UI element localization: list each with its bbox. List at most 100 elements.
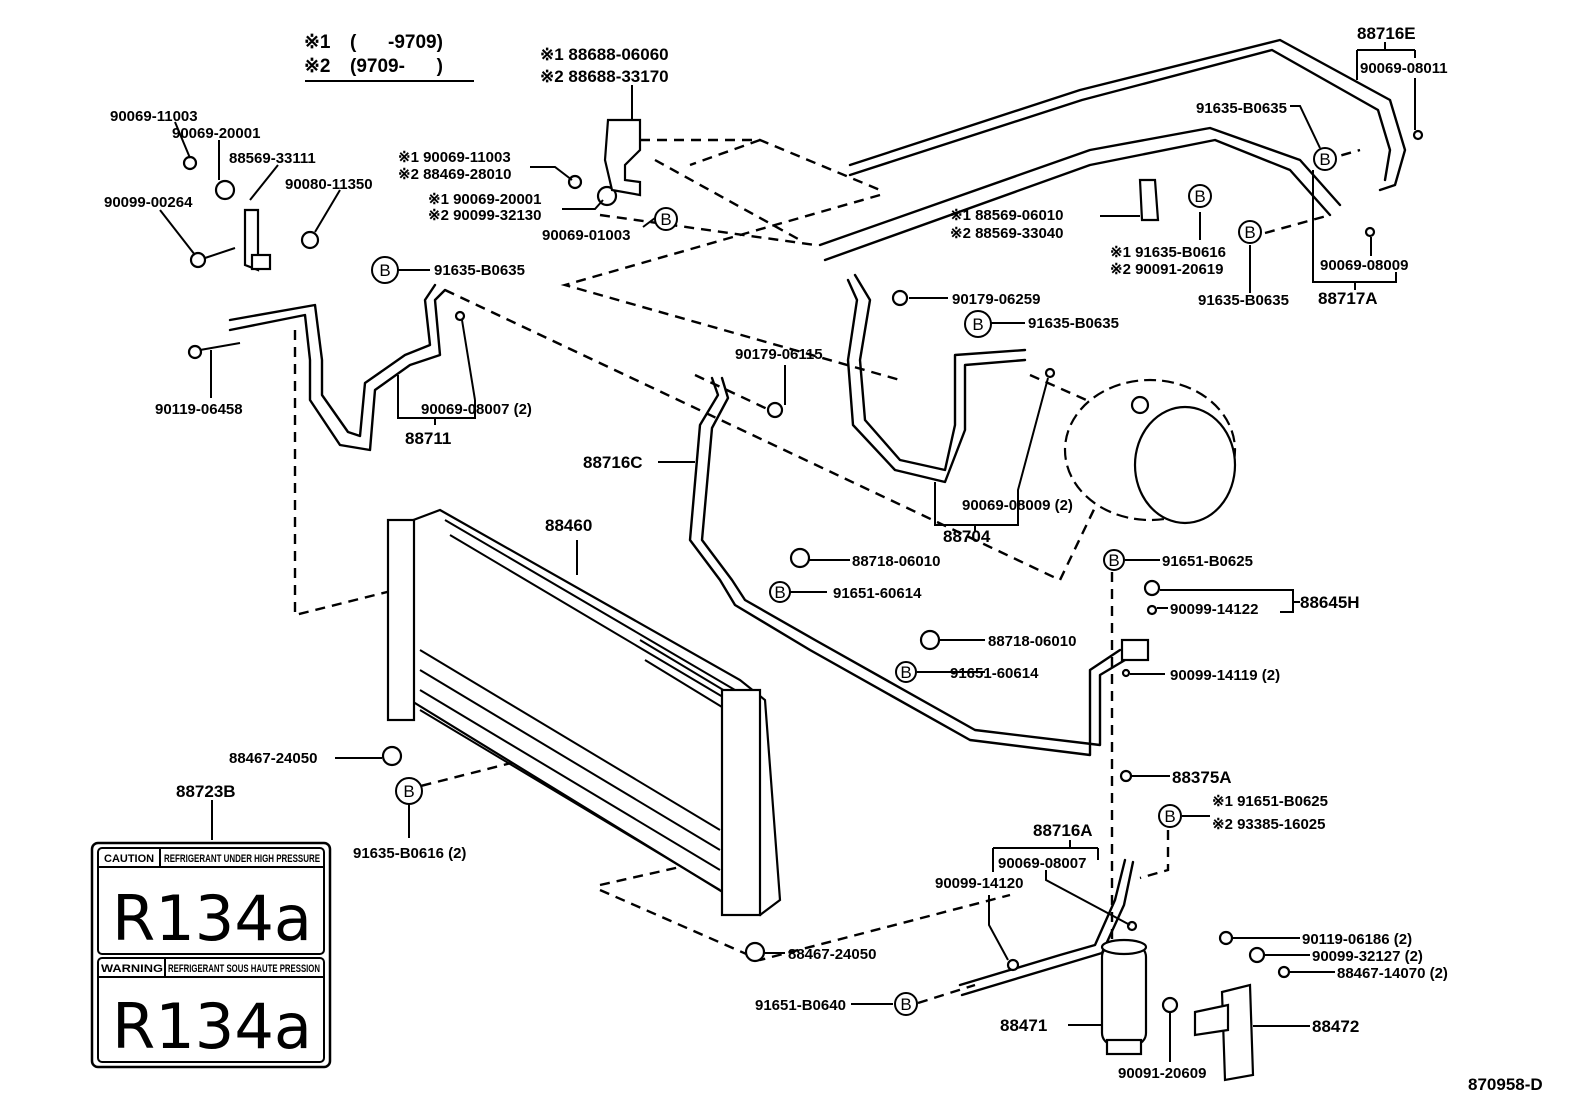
clamp-foot: [250, 253, 272, 271]
leader-line: [159, 209, 196, 256]
caution-panel-bottom: [97, 957, 325, 1063]
leader-line: [249, 164, 279, 201]
part-label: ※2 88469-28010: [398, 166, 512, 183]
caution-label-88723b: CAUTION REFRIGERANT UNDER HIGH PRESSURE …: [90, 841, 332, 1069]
part-label: 90069-08011: [1360, 60, 1448, 77]
compressor-port: [1130, 395, 1150, 415]
part-label: 88716E: [1357, 24, 1416, 43]
part-label: 88569-33111: [229, 150, 316, 167]
cushion-icon: [1248, 946, 1266, 964]
part-label: ※1 90069-20001: [428, 191, 542, 208]
dash-line: [689, 138, 761, 167]
leader-line: [397, 375, 476, 419]
part-label: 91651-B0625: [1162, 553, 1253, 570]
refrigerant-type: R134a: [112, 990, 312, 1063]
dash-line: [654, 158, 801, 242]
pipe-block-icon: [1120, 638, 1150, 662]
legend-row-2-range: (9709- ): [350, 56, 443, 77]
bracket-88688: [603, 118, 642, 197]
caution-header: CAUTION: [104, 853, 154, 865]
bolt-shaft: [199, 342, 241, 351]
receiver-base: [1105, 1038, 1143, 1056]
part-label: ※2 88569-33040: [950, 225, 1064, 242]
part-label: 88711: [405, 429, 451, 448]
legend-row-1: ※1: [304, 32, 331, 53]
leader-line: [1356, 42, 1416, 130]
part-label: 88716C: [583, 453, 643, 472]
part-label: 91635-B0635: [1196, 100, 1287, 117]
part-label: 90099-32127 (2): [1312, 948, 1423, 965]
bolt-markers: B B B B B B B B B B B B: [371, 147, 1337, 1016]
condenser-88460: [386, 508, 782, 917]
part-label: 88375A: [1172, 768, 1232, 787]
plug-88375a-icon: [1119, 769, 1133, 783]
part-label: 90069-01003: [542, 227, 630, 244]
leader-lines: [159, 42, 1416, 1062]
pressure-switch-icon: [1143, 579, 1161, 597]
pipe-88716c-inner: [700, 376, 1127, 747]
leader-line: [314, 189, 341, 233]
b-marker: B: [964, 310, 992, 338]
part-label: 88460: [545, 516, 592, 535]
part-label: ※2 90099-32130: [428, 207, 542, 224]
part-label: 90091-20609: [1118, 1065, 1206, 1082]
part-label: ※1 90069-11003: [398, 149, 511, 166]
o-ring-icon: [1412, 129, 1424, 141]
cushion-icon: [381, 745, 403, 767]
part-label: 91651-60614: [950, 665, 1039, 682]
part-label: ※1 88688-06060: [540, 45, 669, 64]
part-label: 88645H: [1300, 593, 1360, 612]
part-label: 90179-06259: [952, 291, 1040, 308]
condenser-fin: [419, 669, 721, 851]
leader-line: [461, 319, 476, 401]
part-label: ※2 93385-16025: [1212, 816, 1326, 833]
bracket-plate: [1220, 983, 1255, 1082]
part-label: ※2 90091-20619: [1110, 261, 1224, 278]
part-label: 90069-08007 (2): [421, 401, 532, 418]
condenser-tank-line: [449, 534, 729, 701]
bolt-head-icon: [187, 344, 203, 360]
leader-line: [988, 895, 1009, 961]
part-labels: 90069-11003 90069-20001 88569-33111 9008…: [104, 24, 1543, 1094]
condenser-left-bracket: [386, 518, 416, 722]
leader-line: [530, 166, 573, 181]
warning-text: REFRIGERANT SOUS HAUTE PRESSION: [168, 963, 320, 975]
b-marker: B: [1188, 184, 1212, 208]
leader-line: [642, 217, 656, 228]
part-label: 88467-24050: [229, 750, 317, 767]
condenser-right-bracket: [720, 688, 762, 917]
dash-line: [599, 213, 816, 247]
pipe-88716c: [688, 376, 1122, 757]
bolt-icon: [1218, 930, 1234, 946]
part-label: 91635-B0635: [1198, 292, 1289, 309]
leader-line: [992, 840, 1131, 926]
caution-text: REFRIGERANT UNDER HIGH PRESSURE: [164, 853, 320, 865]
part-label: 90080-11350: [285, 176, 373, 193]
o-ring-icon: [1364, 226, 1376, 238]
receiver-88471: [1100, 938, 1148, 1056]
o-ring-icon: [1044, 367, 1056, 379]
part-label: 90069-11003: [110, 108, 198, 125]
b-marker-text: B: [1244, 223, 1255, 242]
b-marker: B: [654, 207, 678, 231]
o-ring-icon: [1126, 920, 1138, 932]
hose-88704: [853, 273, 1027, 472]
part-label: 88467-14070 (2): [1337, 965, 1448, 982]
part-label: ※1 88569-06010: [950, 207, 1064, 224]
b-marker: B: [395, 777, 423, 805]
part-label: 90069-08007: [998, 855, 1086, 872]
b-marker-text: B: [900, 995, 911, 1014]
pipe-clamp-icon: [919, 629, 941, 651]
part-label: ※1 91651-B0625: [1212, 793, 1328, 810]
condenser-tank-line: [444, 519, 736, 691]
b-marker-text: B: [900, 663, 911, 682]
screw-icon: [182, 155, 198, 171]
nut-icon: [300, 230, 320, 250]
b-marker-text: B: [774, 583, 785, 602]
part-label: 88718-06010: [852, 553, 940, 570]
dash-line: [293, 330, 396, 617]
part-label: 90069-08009: [1320, 257, 1408, 274]
o-ring-icon: [1121, 668, 1131, 678]
bracket-88472: [1193, 983, 1255, 1082]
legend-row-1-range: ( -9709): [350, 32, 443, 53]
